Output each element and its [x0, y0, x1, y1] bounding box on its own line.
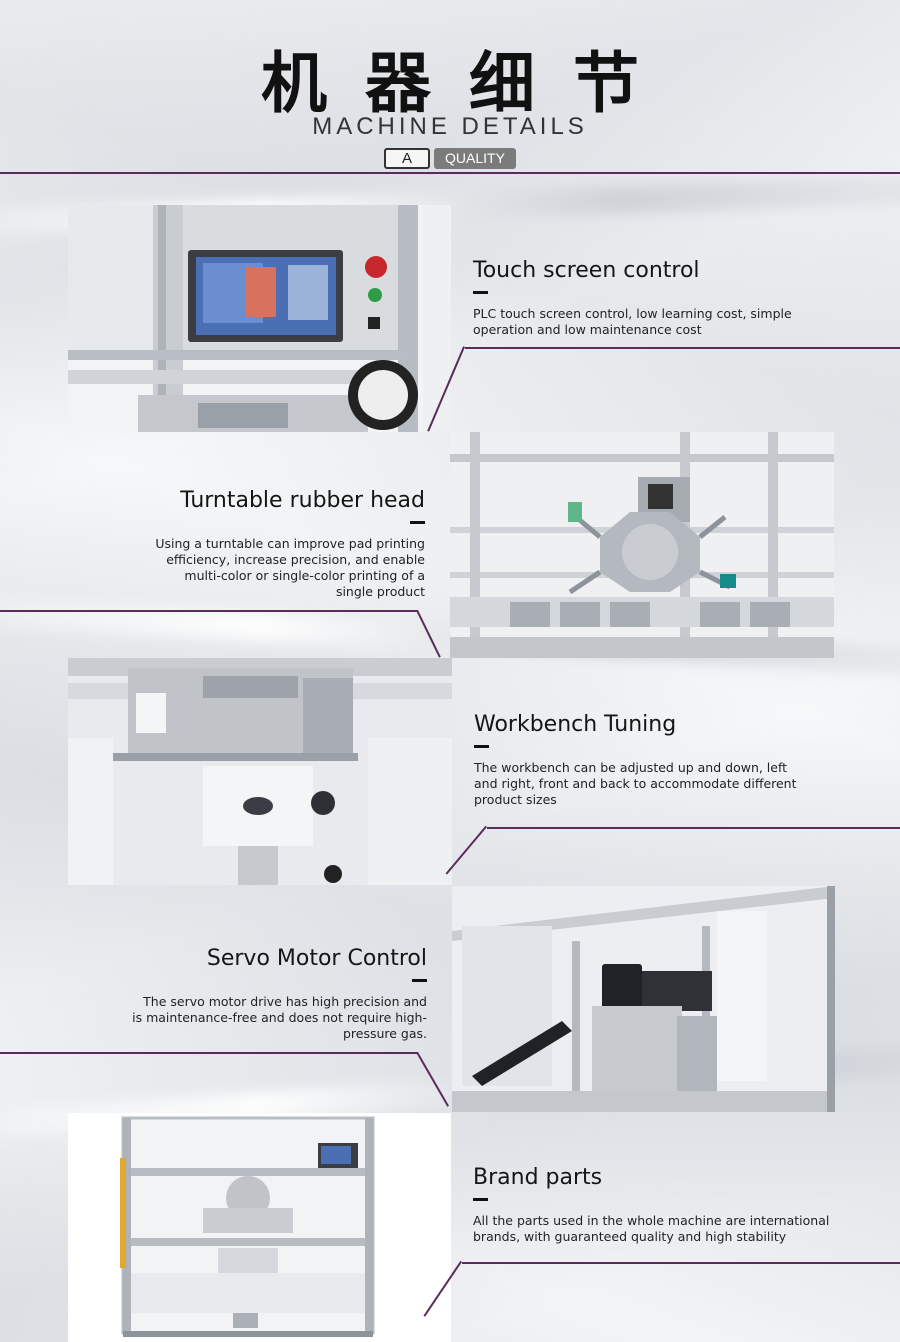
- badge-text: QUALITY: [434, 148, 516, 169]
- feature-description: PLC touch screen control, low learning c…: [473, 306, 792, 337]
- feature-underline: [462, 1262, 900, 1264]
- badge-letter: A: [384, 148, 430, 169]
- quality-badge: A QUALITY: [384, 148, 516, 169]
- servo-motor-photo: [452, 886, 835, 1112]
- feature-underline: [465, 347, 900, 349]
- page-title-english: MACHINE DETAILS: [312, 113, 588, 140]
- feature-underline: [0, 610, 418, 612]
- turntable-photo: [450, 432, 834, 658]
- feature-description: All the parts used in the whole machine …: [473, 1213, 830, 1244]
- feature-description: The workbench can be adjusted up and dow…: [474, 760, 797, 807]
- feature-underline: [487, 827, 900, 829]
- feature-description: The servo motor drive has high precision…: [132, 994, 427, 1041]
- feature-dash: [474, 745, 489, 748]
- feature-workbench: Workbench Tuning The workbench can be ad…: [474, 712, 804, 808]
- feature-title: Servo Motor Control: [206, 946, 427, 971]
- feature-title: Workbench Tuning: [474, 712, 677, 737]
- page-title-chinese: 机器细节: [261, 45, 677, 122]
- feature-servo-motor: Servo Motor Control The servo motor driv…: [130, 946, 427, 1042]
- feature-title: Turntable rubber head: [180, 488, 425, 513]
- feature-dash: [473, 291, 488, 294]
- feature-description: Using a turntable can improve pad printi…: [155, 536, 425, 599]
- workbench-photo: [68, 658, 452, 885]
- touch-screen-photo: [68, 205, 451, 432]
- feature-brand-parts: Brand parts All the parts used in the wh…: [473, 1165, 853, 1245]
- feature-touch-screen: Touch screen control PLC touch screen co…: [473, 258, 843, 338]
- feature-underline: [0, 1052, 418, 1054]
- feature-dash: [473, 1198, 488, 1201]
- full-machine-photo: [68, 1113, 451, 1342]
- feature-dash: [412, 979, 427, 982]
- page-header: 机器细节 MACHINE DETAILS A QUALITY: [0, 0, 900, 175]
- feature-title: Touch screen control: [473, 258, 700, 283]
- feature-dash: [410, 521, 425, 524]
- header-divider: [0, 172, 900, 174]
- feature-turntable: Turntable rubber head Using a turntable …: [70, 488, 425, 600]
- feature-title: Brand parts: [473, 1165, 603, 1190]
- feature-connector: [445, 826, 487, 875]
